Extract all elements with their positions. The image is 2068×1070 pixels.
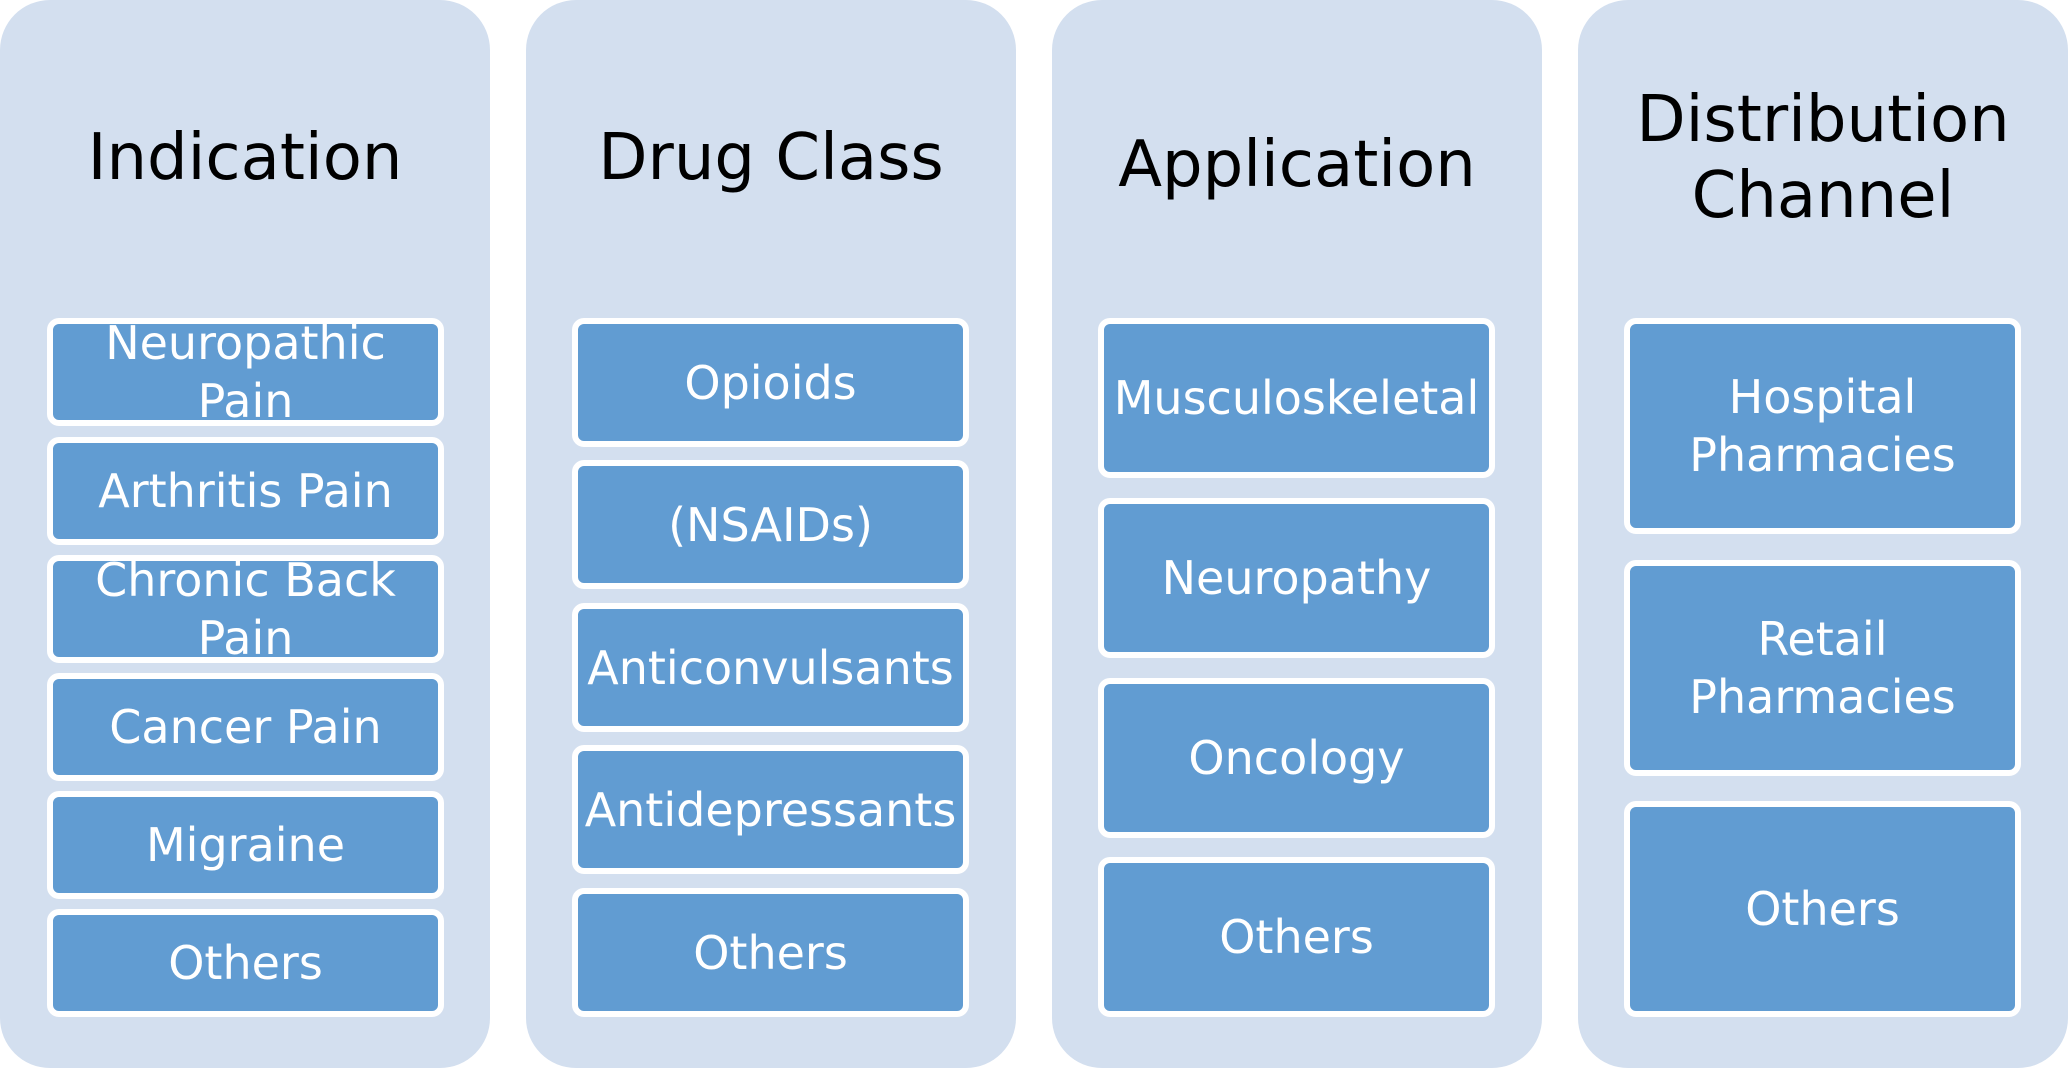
item-label: (NSAIDs) (668, 497, 873, 552)
list-item: Others (1098, 857, 1495, 1017)
list-item: Musculoskeletal (1098, 318, 1495, 478)
item-label: Musculoskeletal (1113, 371, 1480, 425)
list-item: Arthritis Pain (47, 437, 444, 545)
item-label: Anticonvulsants (587, 640, 954, 695)
item-label: Retail Pharmacies (1689, 612, 1956, 724)
column-title: Distribution Channel (1636, 83, 2010, 233)
list-item: Others (1624, 801, 2021, 1017)
item-label: Opioids (684, 355, 857, 410)
list-item: Cancer Pain (47, 673, 444, 781)
list-item: Migraine (47, 791, 444, 899)
item-label: Neuropathy (1161, 551, 1432, 605)
item-label: Others (693, 925, 848, 980)
column-title: Drug Class (598, 121, 944, 195)
list-item: Others (47, 909, 444, 1017)
list-item: Oncology (1098, 678, 1495, 838)
item-label: Cancer Pain (109, 700, 382, 754)
item-label: Antidepressants (584, 782, 957, 837)
item-label: Others (168, 936, 323, 990)
column-distribution-channel: Distribution Channel Hospital Pharmacies… (1578, 0, 2068, 1068)
column-drug-class: Drug Class Opioids (NSAIDs) Anticonvulsa… (526, 0, 1016, 1068)
list-item: Neuropathy (1098, 498, 1495, 658)
list-item: Hospital Pharmacies (1624, 318, 2021, 534)
list-item: Opioids (572, 318, 969, 447)
list-item: Antidepressants (572, 745, 969, 874)
column-indication: Indication Neuropathic Pain Arthritis Pa… (0, 0, 490, 1068)
list-item: Anticonvulsants (572, 603, 969, 732)
list-item: (NSAIDs) (572, 460, 969, 589)
item-label: Neuropathic Pain (105, 316, 386, 428)
item-label: Others (1745, 882, 1900, 936)
item-label: Hospital Pharmacies (1689, 370, 1956, 482)
column-title: Indication (87, 121, 403, 195)
item-label: Migraine (145, 818, 345, 872)
item-label: Oncology (1188, 731, 1405, 785)
item-label: Arthritis Pain (98, 464, 393, 518)
column-title: Application (1118, 128, 1476, 202)
list-item: Chronic Back Pain (47, 553, 444, 665)
item-label: Others (1219, 910, 1374, 964)
list-item: Retail Pharmacies (1624, 560, 2021, 776)
list-item: Others (572, 888, 969, 1017)
item-label: Chronic Back Pain (95, 553, 396, 665)
column-application: Application Musculoskeletal Neuropathy O… (1052, 0, 1542, 1068)
list-item: Neuropathic Pain (47, 316, 444, 428)
